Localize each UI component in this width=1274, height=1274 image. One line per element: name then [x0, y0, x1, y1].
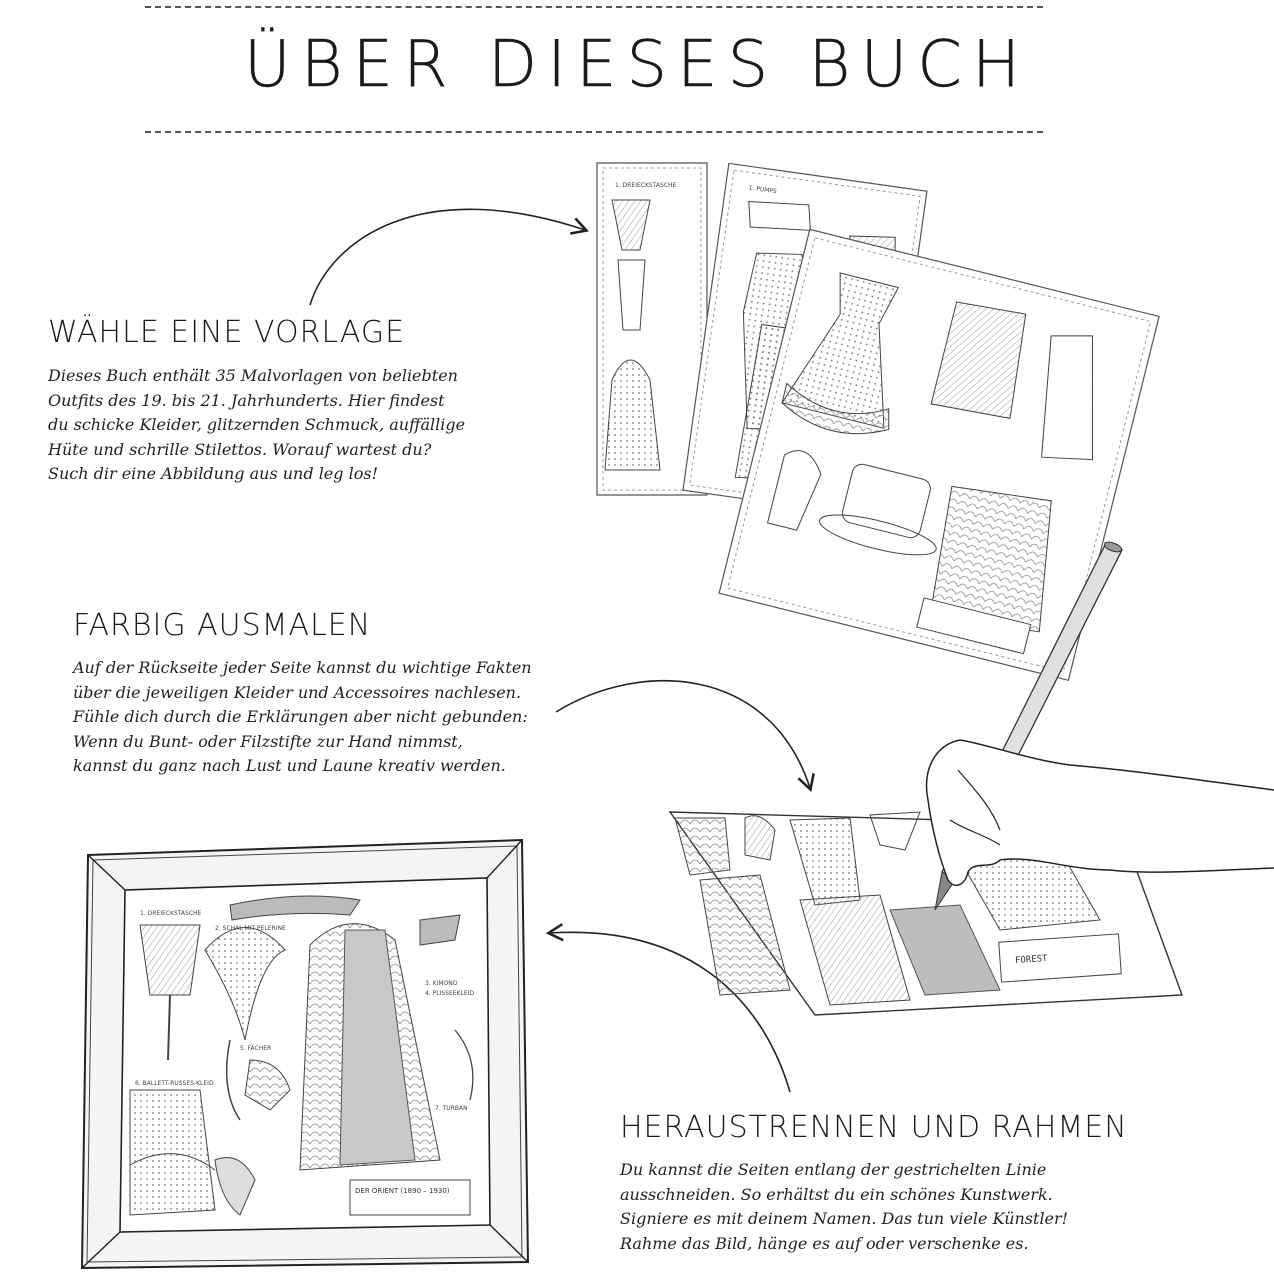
frame-label-kimono: 3. KIMONO — [425, 980, 458, 987]
arrow-to-templates — [309, 208, 590, 306]
title-dashed-rule — [145, 131, 1043, 133]
template-sheets-illustration: 1. DREIECKSTASCHE 1. PUMPS — [596, 162, 1160, 682]
text-line: Wenn du Bunt- oder Filzstifte zur Hand n… — [73, 731, 463, 751]
template-sheet-1: 1. DREIECKSTASCHE — [596, 162, 708, 496]
section-heading-cut-and-frame: HERAUSTRENNEN UND RAHMEN — [620, 1110, 1128, 1145]
template-sheet-3 — [718, 228, 1160, 682]
drawing-hand — [925, 739, 1274, 887]
frame-caption: DER ORIENT (1890 – 1930) — [355, 1187, 450, 1195]
arrow-to-coloring — [555, 679, 815, 793]
frame-label-pleat-dress: 4. PLISSEEKLEID — [425, 990, 474, 997]
text-line: Auf der Rückseite jeder Seite kannst du … — [73, 658, 532, 677]
text-line: Rahme das Bild, hänge es auf oder versch… — [620, 1233, 1029, 1253]
text-line: über die jeweiligen Kleider und Accessoi… — [73, 682, 522, 702]
page-title: ÜBER DIESES BUCH — [243, 28, 1031, 102]
frame-label-turban: 7. TURBAN — [435, 1105, 468, 1112]
text-line: ausschneiden. So erhältst du ein schönes… — [620, 1184, 1053, 1204]
section-heading-color-in: FARBIG AUSMALEN — [73, 608, 372, 643]
text-line: kannst du ganz nach Lust und Laune kreat… — [73, 756, 506, 775]
coloring-illustration: FOREST — [668, 541, 1274, 1016]
frame-label-scarf: 2. SCHAL MIT PELERINE — [215, 925, 286, 932]
frame-label-ballet-dress: 6. BALLETT-RUSSES-KLEID — [135, 1080, 214, 1087]
text-line: Fühle dich durch die Erklärungen aber ni… — [73, 707, 528, 726]
text-line: Hüte und schrille Stilettos. Worauf wart… — [48, 439, 432, 459]
text-line: Such dir eine Abbildung aus und leg los! — [48, 464, 378, 483]
arrow-to-frame — [545, 923, 791, 1093]
svg-text:1. PUMPS: 1. PUMPS — [748, 184, 777, 195]
section-text-color-in: Auf der Rückseite jeder Seite kannst du … — [73, 656, 532, 779]
text-line: Outfits des 19. bis 21. Jahrhunderts. Hi… — [48, 390, 445, 410]
section-text-cut-and-frame: Du kannst die Seiten entlang der gestric… — [620, 1158, 1068, 1256]
svg-text:1. DREIECKSTASCHE: 1. DREIECKSTASCHE — [615, 182, 677, 189]
section-heading-choose-template: WÄHLE EINE VORLAGE — [48, 315, 406, 350]
section-text-choose-template: Dieses Buch enthält 35 Malvorlagen von b… — [48, 364, 465, 487]
frame-label-fan: 5. FÄCHER — [240, 1045, 271, 1052]
text-line: Du kannst die Seiten entlang der gestric… — [620, 1160, 1047, 1179]
text-line: du schicke Kleider, glitzernden Schmuck,… — [48, 415, 466, 434]
frame-label-triangle-bag: 1. DREIECKSTASCHE — [140, 910, 202, 917]
coloring-sheet-note: FOREST — [1015, 954, 1049, 966]
top-dashed-rule — [145, 6, 1043, 8]
text-line: Dieses Buch enthält 35 Malvorlagen von b… — [48, 366, 458, 385]
text-line: Signiere es mit deinem Namen. Das tun vi… — [620, 1209, 1069, 1228]
framed-picture-illustration: DER ORIENT (1890 – 1930) 1. DREIECKSTASC… — [80, 838, 530, 1270]
